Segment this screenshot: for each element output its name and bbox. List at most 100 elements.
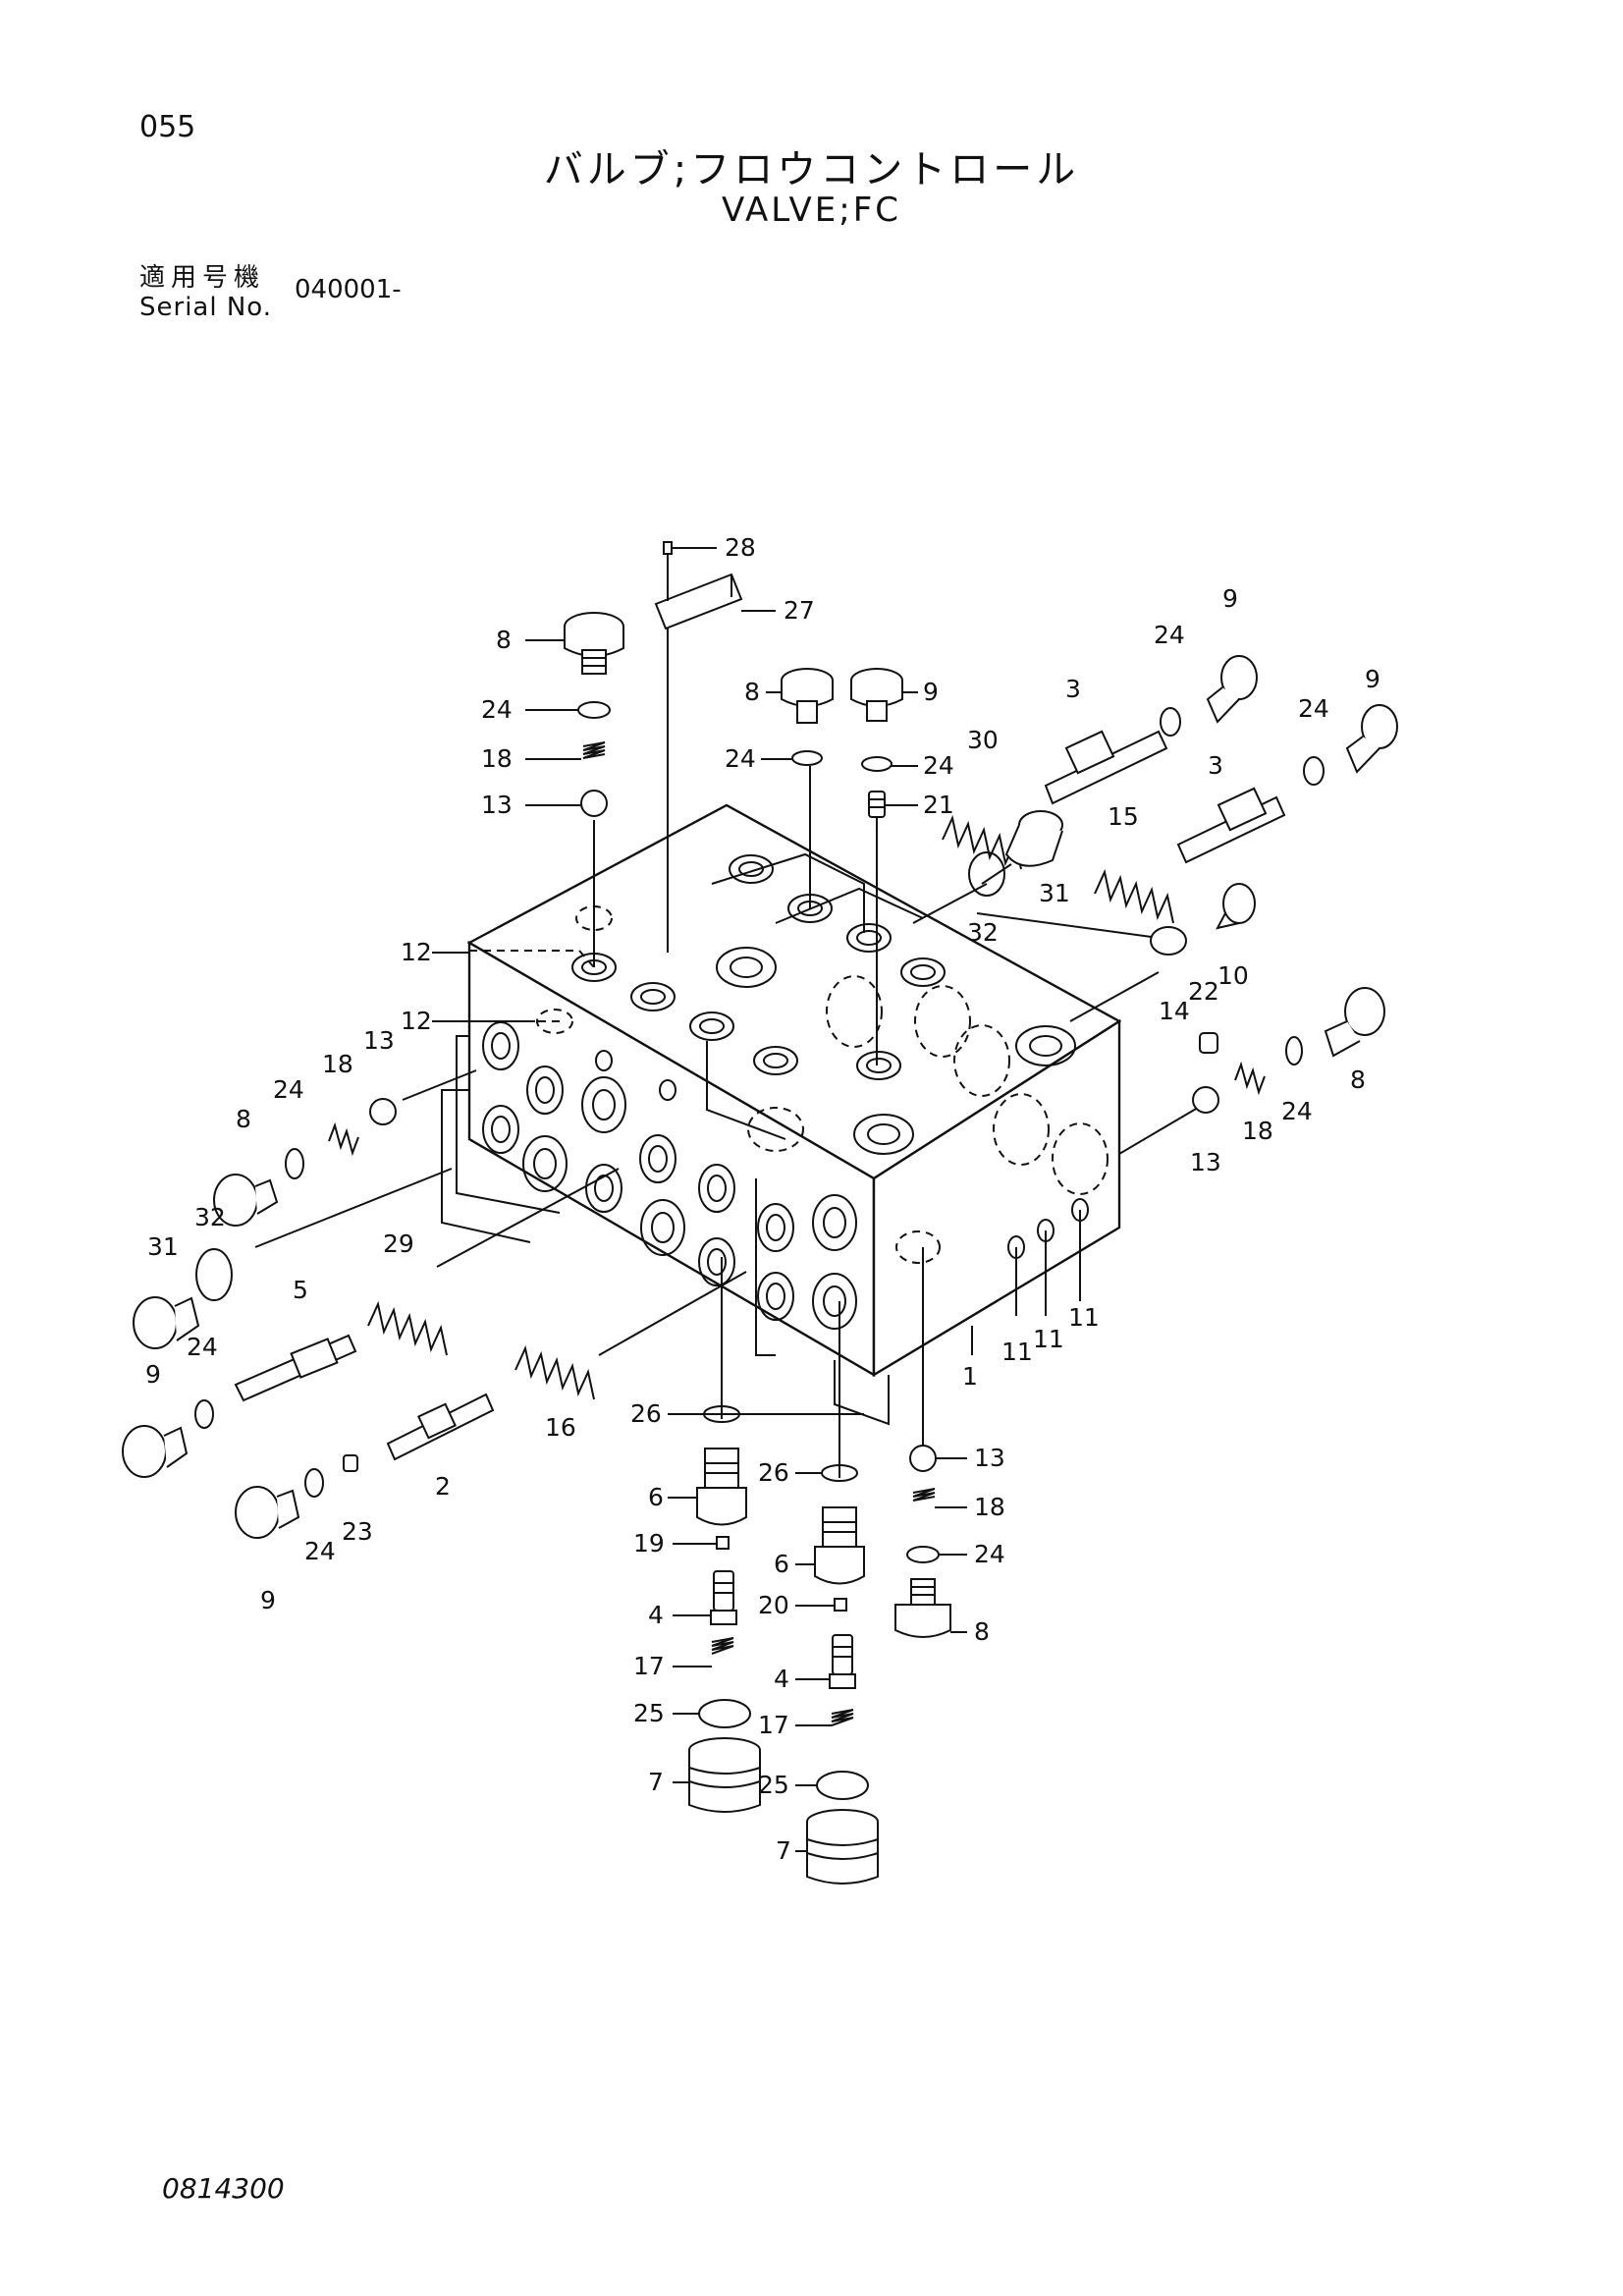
- label-7: 7: [648, 1768, 664, 1796]
- label-13: 13: [1190, 1148, 1221, 1176]
- plug-10: [1216, 883, 1256, 930]
- label-leaders: [432, 547, 967, 1852]
- plug-9-right: [1345, 704, 1398, 774]
- label-24: 24: [1298, 694, 1329, 723]
- seat-22: [1199, 1032, 1218, 1054]
- label-31: 31: [1039, 879, 1070, 907]
- label-8: 8: [236, 1105, 251, 1133]
- label-8: 8: [496, 626, 512, 654]
- label-25: 25: [758, 1771, 789, 1799]
- spring-17-left: [711, 1637, 734, 1655]
- label-8: 8: [974, 1617, 990, 1646]
- seat-23: [343, 1454, 358, 1472]
- spool-5: [234, 1334, 357, 1402]
- label-6: 6: [648, 1483, 664, 1511]
- serial-label-japanese: 適用号機: [139, 263, 266, 293]
- plug-9-bottom-left: [235, 1486, 300, 1539]
- cap-7-left: [688, 1737, 761, 1813]
- oring-24-bottom-left: [304, 1468, 324, 1498]
- label-2: 2: [435, 1472, 451, 1501]
- part-labels: 28 27 8 24 18 13 8 9 24 24 21 30 3 24 9 …: [145, 533, 1380, 1865]
- label-10: 10: [1217, 961, 1249, 990]
- label-3: 3: [1208, 751, 1223, 780]
- valve-body: [466, 803, 1122, 1378]
- oring-24-left-low: [194, 1399, 214, 1429]
- plug-9-upper-right: [1206, 655, 1258, 724]
- oring-24-upper-right: [1160, 707, 1181, 737]
- ball-13-right: [1192, 1086, 1219, 1114]
- label-1: 1: [962, 1362, 978, 1391]
- label-15: 15: [1108, 802, 1139, 831]
- plug-8-center: [781, 668, 834, 724]
- label-9: 9: [145, 1360, 161, 1389]
- label-11: 11: [1033, 1325, 1064, 1353]
- label-24: 24: [725, 744, 756, 773]
- label-9: 9: [260, 1586, 276, 1614]
- label-4: 4: [774, 1665, 789, 1693]
- label-12: 12: [401, 1007, 432, 1035]
- label-27: 27: [784, 596, 815, 625]
- label-13: 13: [363, 1026, 395, 1055]
- plug-8-top: [564, 612, 624, 675]
- serial-label-english: Serial No.: [139, 293, 272, 322]
- spring-18-left: [328, 1121, 359, 1157]
- label-30: 30: [967, 726, 999, 754]
- label-23: 23: [342, 1517, 373, 1546]
- label-26: 26: [758, 1458, 789, 1487]
- spring-30: [942, 814, 1022, 870]
- spool-2: [386, 1393, 495, 1461]
- label-9: 9: [923, 678, 939, 706]
- ball-19: [716, 1536, 730, 1550]
- ball-13-left: [369, 1098, 397, 1125]
- ball-13-top: [580, 790, 608, 817]
- spring-15: [1094, 868, 1174, 924]
- label-24: 24: [923, 751, 954, 780]
- label-32: 32: [967, 918, 999, 947]
- title-english: VALVE;FC: [721, 191, 902, 230]
- label-8: 8: [744, 678, 760, 706]
- ball-13-bottom: [909, 1445, 937, 1472]
- spring-17-right: [831, 1709, 854, 1726]
- label-24: 24: [1154, 621, 1185, 649]
- label-29: 29: [383, 1230, 414, 1258]
- label-24: 24: [304, 1537, 336, 1565]
- label-19: 19: [633, 1529, 665, 1558]
- label-6: 6: [774, 1550, 789, 1578]
- plug-31-top: [1004, 810, 1063, 867]
- sleeve-6-left: [696, 1448, 747, 1526]
- label-24: 24: [273, 1075, 304, 1104]
- label-12: 12: [401, 938, 432, 966]
- page-number: 055: [139, 110, 196, 144]
- spring-18-right: [1234, 1061, 1266, 1096]
- oring-24-right-mid: [1285, 1036, 1303, 1066]
- label-25: 25: [633, 1699, 665, 1727]
- label-9: 9: [1365, 665, 1380, 693]
- plug-8-left: [213, 1174, 279, 1227]
- label-3: 3: [1065, 675, 1081, 703]
- cap-7-right: [806, 1809, 879, 1885]
- label-11: 11: [1001, 1338, 1033, 1366]
- spool-3-upper: [1044, 730, 1168, 805]
- label-4: 4: [648, 1601, 664, 1629]
- title-japanese: バルブ;フロウコントロール: [543, 147, 1080, 192]
- label-5: 5: [293, 1276, 308, 1304]
- spring-29: [367, 1300, 448, 1356]
- poppet-4-right: [829, 1634, 856, 1689]
- plug-8-right: [1324, 987, 1385, 1058]
- label-11: 11: [1068, 1303, 1100, 1332]
- oring-32-top: [968, 851, 1005, 897]
- sleeve-6-right: [814, 1506, 865, 1585]
- label-21: 21: [923, 791, 954, 819]
- serial-value: 040001-: [295, 275, 402, 304]
- label-18: 18: [1242, 1117, 1273, 1145]
- oring-24-left: [285, 1148, 304, 1179]
- label-24: 24: [481, 695, 513, 724]
- spring-18-top: [582, 741, 606, 759]
- label-31: 31: [147, 1232, 179, 1261]
- label-9: 9: [1222, 584, 1238, 613]
- oring-32-left: [195, 1248, 233, 1301]
- spool-3-lower: [1176, 787, 1286, 864]
- label-8: 8: [1350, 1066, 1366, 1094]
- plug-31-left: [133, 1296, 200, 1349]
